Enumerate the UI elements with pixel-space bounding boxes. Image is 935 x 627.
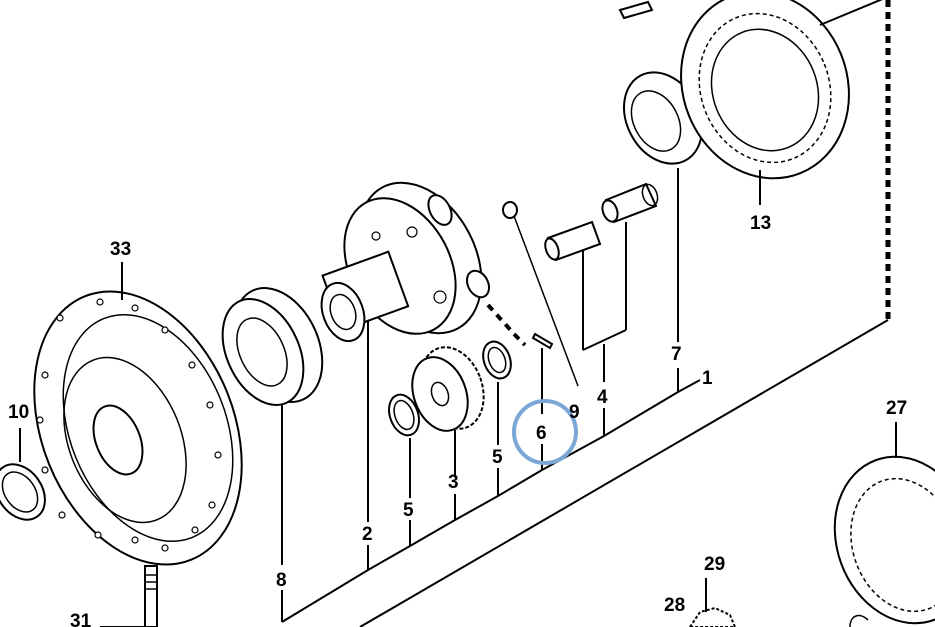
ring-gear-part-27[interactable] <box>812 437 935 627</box>
callout-5-right[interactable]: 5 <box>492 447 503 468</box>
dowel-pin-top <box>618 0 654 20</box>
callout-4[interactable]: 4 <box>597 387 608 408</box>
assembly-dashed-line <box>486 303 527 347</box>
assembly-boundary-top <box>819 0 883 26</box>
callout-1[interactable]: 1 <box>702 368 713 389</box>
callout-33[interactable]: 33 <box>110 239 131 260</box>
callout-7[interactable]: 7 <box>671 344 682 365</box>
planet-gear-part-3[interactable] <box>403 338 495 438</box>
screw-part-9[interactable] <box>502 201 579 387</box>
flange-disc-part[interactable] <box>0 260 280 595</box>
callout-31[interactable]: 31 <box>70 611 92 627</box>
callout-13[interactable]: 13 <box>750 213 771 234</box>
stud-part-31[interactable] <box>144 565 158 627</box>
ring-gear-part-13[interactable] <box>653 0 876 204</box>
small-clip <box>849 614 869 627</box>
pin-part-6[interactable] <box>531 332 554 350</box>
bearing-part-8[interactable] <box>207 274 340 418</box>
washer-part-5a[interactable] <box>384 390 425 439</box>
callout-highlight-circle <box>512 399 578 465</box>
planet-shaft-part-4[interactable] <box>543 182 661 262</box>
callout-labels: 33 13 10 8 2 5 3 5 6 9 4 7 1 27 29 28 31 <box>8 213 907 627</box>
callout-6[interactable]: 6 <box>536 423 547 444</box>
callout-3[interactable]: 3 <box>448 472 459 493</box>
flange-bolt-holes <box>36 298 222 552</box>
callout-9[interactable]: 9 <box>569 402 580 423</box>
callout-10[interactable]: 10 <box>8 402 29 423</box>
callout-27[interactable]: 27 <box>886 398 907 419</box>
pinion-part-28[interactable] <box>688 606 737 627</box>
callout-8[interactable]: 8 <box>276 570 287 591</box>
o-ring-part-10[interactable] <box>0 455 55 529</box>
callout-5-left[interactable]: 5 <box>403 500 414 521</box>
callout-28[interactable]: 28 <box>664 595 685 616</box>
leader-lines <box>19 168 897 627</box>
callout-2[interactable]: 2 <box>362 524 373 545</box>
washer-part-5b[interactable] <box>478 338 515 383</box>
callout-29[interactable]: 29 <box>704 554 725 575</box>
planet-carrier-part-2[interactable] <box>314 162 506 355</box>
